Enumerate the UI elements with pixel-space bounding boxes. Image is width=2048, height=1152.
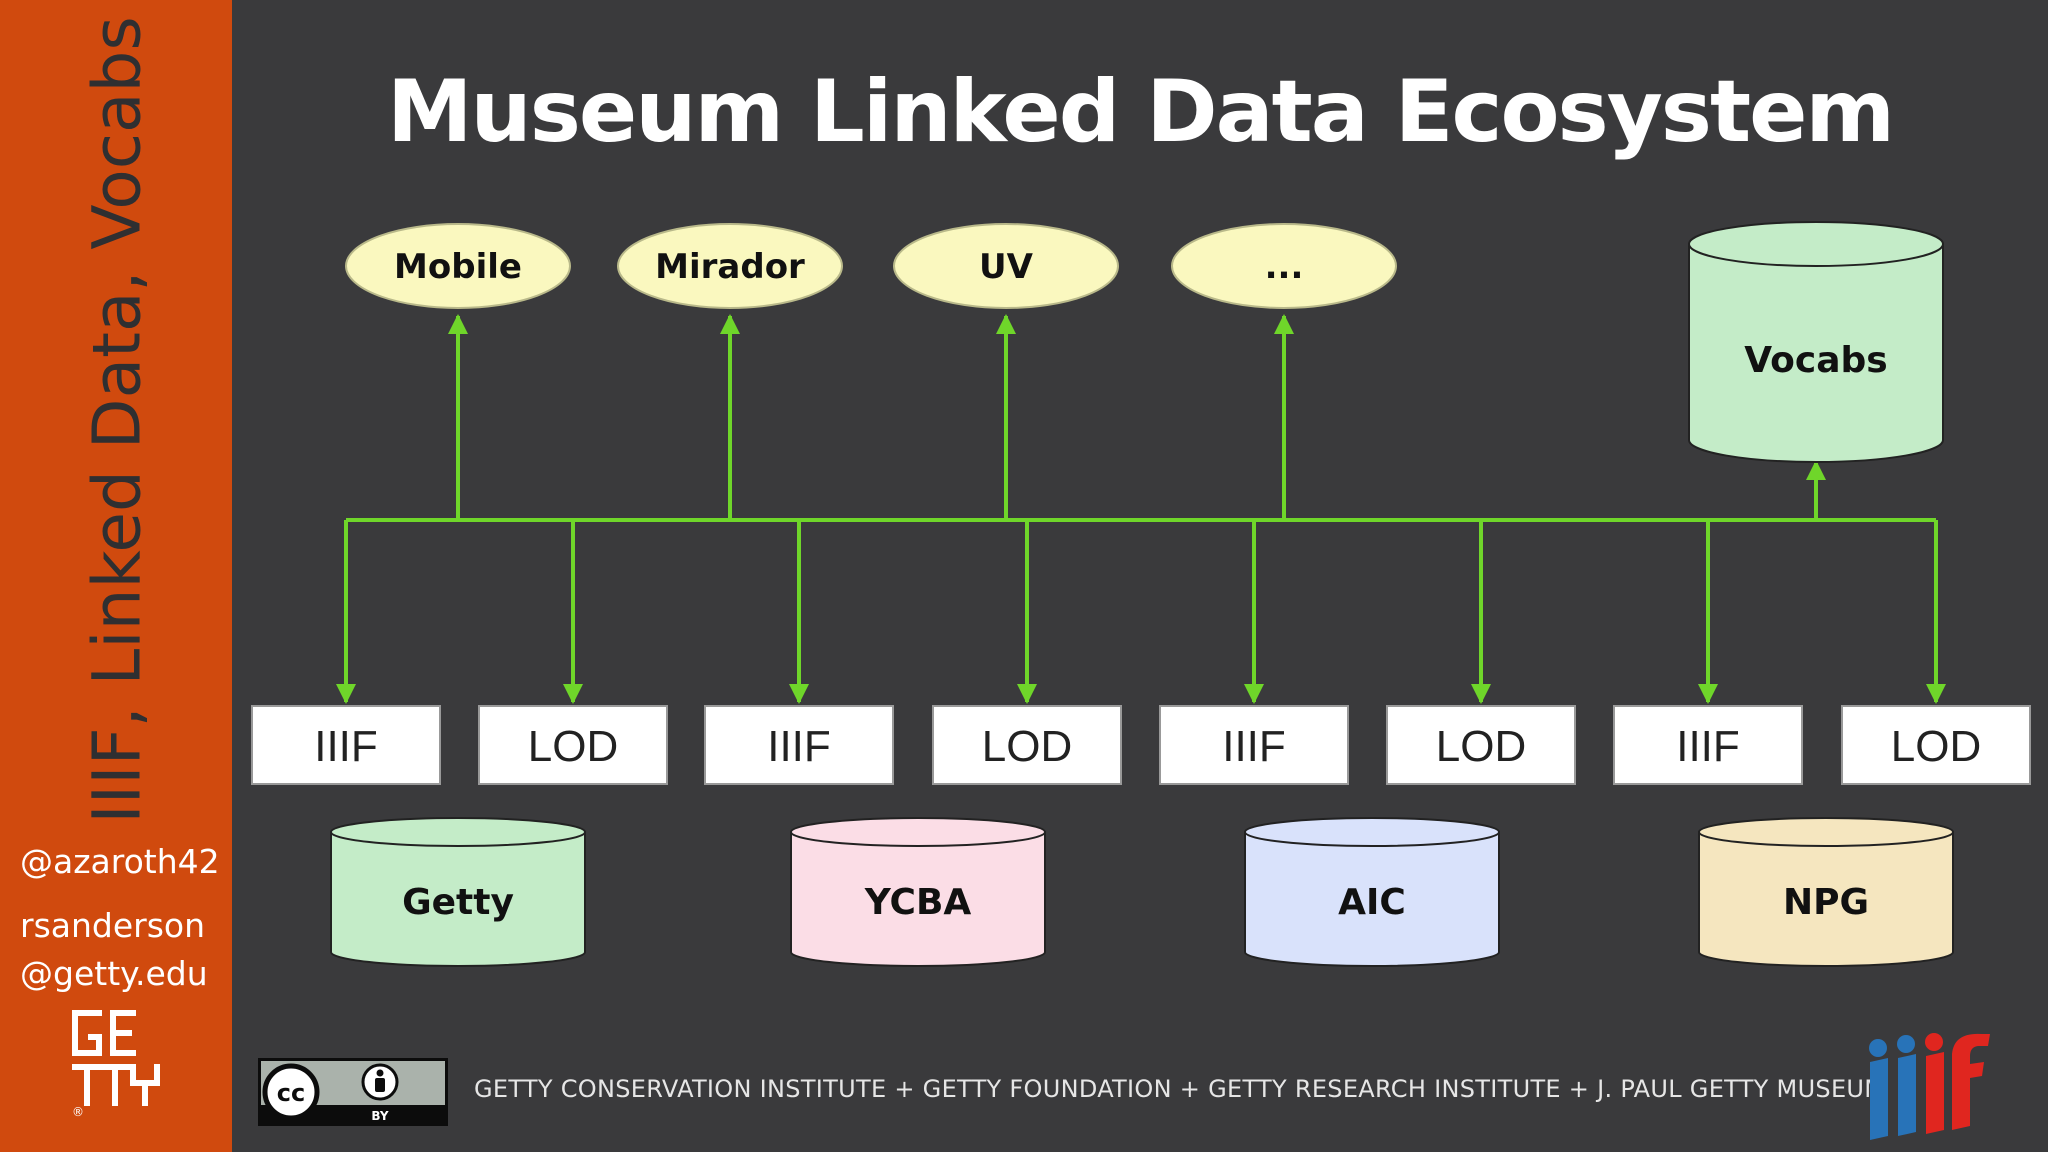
endpoint-box: LOD bbox=[1386, 705, 1576, 785]
registered-mark: ® bbox=[72, 1105, 84, 1118]
client-applications: Mobile Mirador UV... bbox=[345, 223, 1397, 309]
endpoint-label: LOD bbox=[982, 722, 1072, 771]
email-line-2: @getty.edu bbox=[20, 954, 208, 993]
twitter-handle: @azaroth42 bbox=[20, 842, 220, 881]
museum-label: Getty bbox=[402, 882, 514, 923]
client-node: Mirador bbox=[617, 223, 843, 309]
museum-cylinder: AIC bbox=[1244, 817, 1500, 967]
museum-databases: Getty YCBA AIC NPG bbox=[330, 817, 1954, 967]
footer-institutions: GETTY CONSERVATION INSTITUTE + GETTY FOU… bbox=[474, 1075, 1886, 1103]
endpoint-label: LOD bbox=[1436, 722, 1526, 771]
cc-by-license-badge: cc BY bbox=[258, 1058, 448, 1126]
svg-text:cc: cc bbox=[277, 1079, 305, 1107]
vocabs-cylinder: Vocabs bbox=[1688, 221, 1944, 463]
vocabs-label: Vocabs bbox=[1744, 340, 1887, 381]
client-label: Mobile bbox=[394, 247, 522, 287]
iiif-logo bbox=[1869, 1033, 1990, 1140]
endpoint-label: IIIF bbox=[1222, 722, 1286, 771]
endpoint-box: LOD bbox=[932, 705, 1122, 785]
museum-label: AIC bbox=[1338, 882, 1406, 923]
endpoint-label: LOD bbox=[528, 722, 618, 771]
endpoint-boxes: IIIF LOD IIIF LOD IIIF LOD IIIF LOD bbox=[251, 705, 2031, 785]
endpoint-label: IIIF bbox=[1676, 722, 1740, 771]
vertical-title: IIIF, Linked Data, Vocabs bbox=[78, 16, 156, 824]
vocab-store: Vocabs bbox=[1688, 221, 1944, 463]
ecosystem-diagram: Mobile Mirador UV... Vocabs IIIF LOD IIIF LOD… bbox=[251, 221, 2031, 967]
client-label: ... bbox=[1265, 247, 1304, 287]
endpoint-label: IIIF bbox=[767, 722, 831, 771]
svg-text:BY: BY bbox=[371, 1109, 388, 1123]
endpoint-box: LOD bbox=[1841, 705, 2031, 785]
endpoint-box: IIIF bbox=[1159, 705, 1349, 785]
client-label: UV bbox=[979, 247, 1034, 287]
slide-title: Museum Linked Data Ecosystem bbox=[386, 62, 1895, 162]
museum-label: YCBA bbox=[864, 882, 972, 923]
client-node: ... bbox=[1171, 223, 1397, 309]
email-line-1: rsanderson bbox=[20, 906, 206, 945]
sidebar: IIIF, Linked Data, Vocabs @azaroth42 rsa… bbox=[0, 0, 232, 1152]
endpoint-label: IIIF bbox=[314, 722, 378, 771]
endpoint-box: LOD bbox=[478, 705, 668, 785]
client-label: Mirador bbox=[655, 247, 805, 287]
museum-cylinder: NPG bbox=[1698, 817, 1954, 967]
connector-lines bbox=[336, 314, 1946, 704]
getty-logo: ® bbox=[72, 1010, 160, 1118]
museum-cylinder: YCBA bbox=[790, 817, 1046, 967]
client-node: Mobile bbox=[345, 223, 571, 309]
museum-cylinder: Getty bbox=[330, 817, 586, 967]
endpoint-label: LOD bbox=[1891, 722, 1981, 771]
endpoint-box: IIIF bbox=[704, 705, 894, 785]
museum-label: NPG bbox=[1783, 882, 1869, 923]
endpoint-box: IIIF bbox=[1613, 705, 1803, 785]
client-node: UV bbox=[893, 223, 1119, 309]
endpoint-box: IIIF bbox=[251, 705, 441, 785]
